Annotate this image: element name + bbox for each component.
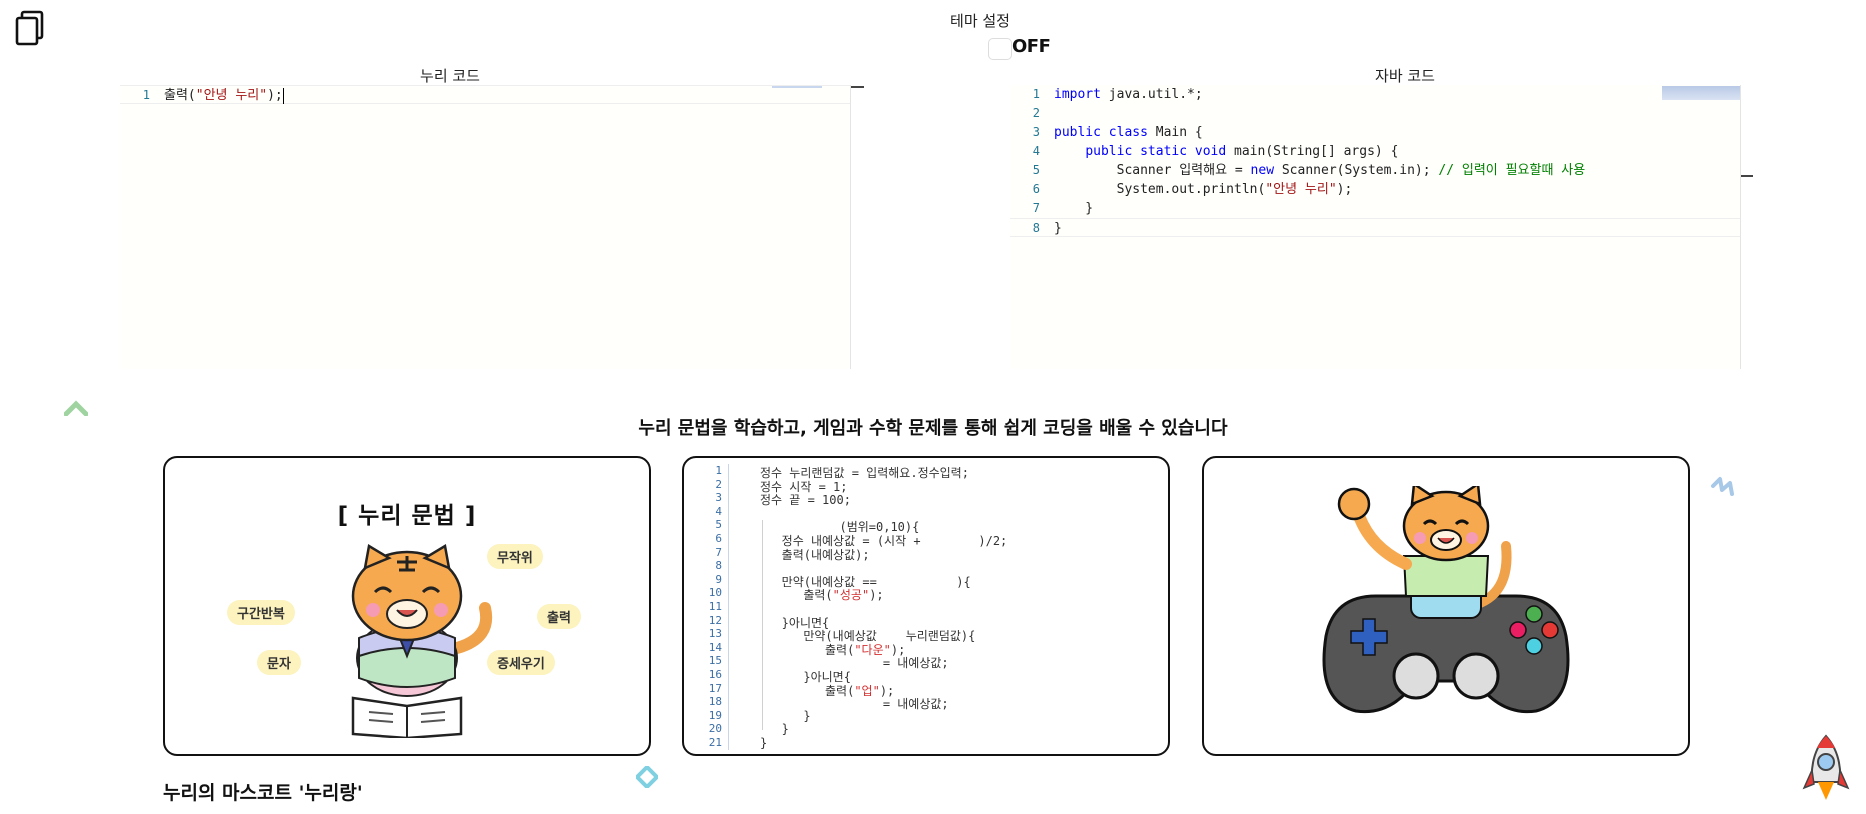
editor-right-edge xyxy=(1740,85,1741,369)
code-card-line: (범위=0,10){ xyxy=(760,520,920,535)
code-card-line: 정수 시작 = 1; xyxy=(760,479,848,494)
page-headline: 누리 문법을 학습하고, 게임과 수학 문제를 통해 쉽게 코딩을 배울 수 있… xyxy=(638,418,1228,439)
code-text[interactable]: 출력("안녕 누리"); xyxy=(164,87,284,104)
tiger-reading-illustration xyxy=(351,543,493,738)
code-text[interactable]: System.out.println("안녕 누리"); xyxy=(1054,182,1353,197)
theme-state-label: OFF xyxy=(1012,36,1051,57)
line-number: 8 xyxy=(1032,221,1040,235)
code-card-line: }아니면{ xyxy=(760,670,851,684)
code-card-line: 출력("성공"); xyxy=(760,588,884,603)
text-cursor xyxy=(282,87,284,104)
java-scrollbar-thumb[interactable] xyxy=(1741,175,1753,177)
editor-divider xyxy=(850,85,851,369)
code-text[interactable]: import java.util.*; xyxy=(1054,87,1203,102)
code-card-line-number: 21 xyxy=(708,736,722,749)
code-card-line-number: 6 xyxy=(715,532,722,545)
code-card-line-number: 7 xyxy=(715,545,722,559)
code-card-line-number: 5 xyxy=(715,518,722,532)
code-card-line: 정수 내예상값 = (시작 + )/2; xyxy=(760,534,1008,548)
grammar-tag: 무작위 xyxy=(487,544,543,569)
code-card-line: = 내예상값; xyxy=(760,697,949,712)
code-text[interactable]: } xyxy=(1054,221,1062,236)
code-card-line-number: 11 xyxy=(708,600,722,613)
code-card-line: 정수 누리랜덤값 = 입력해요.정수입력; xyxy=(760,466,969,480)
code-card-line: 출력("업"); xyxy=(760,683,895,698)
grammar-tag: 출력 xyxy=(537,604,581,629)
code-text[interactable]: Scanner 입력해요 = new Scanner(System.in); /… xyxy=(1054,163,1586,178)
line-number: 4 xyxy=(1032,144,1040,158)
code-line[interactable]: 5 Scanner 입력해요 = new Scanner(System.in);… xyxy=(1010,161,1740,180)
code-line[interactable]: 8} xyxy=(1010,218,1740,237)
code-card-indent-guide xyxy=(762,520,763,730)
number-guess-code-card[interactable]: 1 정수 누리랜덤값 = 입력해요.정수입력; 2 정수 시작 = 1; 3 정수 끝 =… xyxy=(682,456,1170,756)
java-code-title: 자바 코드 xyxy=(1375,67,1435,85)
code-text[interactable]: } xyxy=(1054,201,1094,216)
java-code-editor[interactable]: 1 import java.util.*; 2 3 public class Main … xyxy=(1010,85,1740,369)
code-text[interactable]: public class Main { xyxy=(1054,125,1203,140)
code-card-line-number: 13 xyxy=(708,627,722,641)
theme-settings-label: 테마 설정 xyxy=(950,12,1010,30)
code-line[interactable]: 2 xyxy=(1010,104,1740,123)
code-line[interactable]: 1 import java.util.*; xyxy=(1010,85,1740,104)
grammar-card-title: [ 누리 문법 ] xyxy=(337,503,477,529)
mascot-section-title: 누리의 마스코트 '누리랑' xyxy=(163,782,363,804)
nuri-minimap[interactable] xyxy=(772,86,822,88)
scroll-to-top-rocket-icon[interactable] xyxy=(1802,734,1850,808)
line-number: 7 xyxy=(1032,201,1040,215)
code-card-line-number: 1 xyxy=(715,464,722,477)
code-card-line-number: 16 xyxy=(708,668,722,681)
line-number: 1 xyxy=(142,88,150,102)
line-number: 3 xyxy=(1032,125,1040,139)
game-card[interactable] xyxy=(1202,456,1690,756)
code-card-line-number: 14 xyxy=(708,640,722,654)
line-number: 6 xyxy=(1032,182,1040,196)
code-card-line: = 내예상값; xyxy=(760,656,949,671)
nuri-scrollbar-thumb[interactable] xyxy=(850,86,864,88)
java-minimap[interactable] xyxy=(1662,86,1740,100)
grammar-tag: 구간반복 xyxy=(227,600,295,625)
chevron-up-icon xyxy=(63,400,89,420)
code-card-line: }아니면{ xyxy=(760,615,830,630)
code-card-line: 출력("다운"); xyxy=(760,642,906,657)
code-card-line-number: 12 xyxy=(708,613,722,627)
code-card-line-number: 20 xyxy=(708,722,722,736)
code-card-line: } xyxy=(760,736,768,750)
code-card-line-number: 19 xyxy=(708,708,722,722)
code-card-line-number: 17 xyxy=(708,681,722,695)
code-card-line: } xyxy=(760,708,811,723)
code-card-line-number: 4 xyxy=(715,504,722,518)
code-card-line: } xyxy=(760,722,789,737)
code-line[interactable]: 4 public static void main(String[] args)… xyxy=(1010,142,1740,161)
code-card-line: 정수 끝 = 100; xyxy=(760,493,851,508)
nuri-code-editor[interactable]: 1 출력("안녕 누리"); xyxy=(120,85,850,369)
line-number: 2 xyxy=(1032,106,1040,120)
grammar-tag: 문자 xyxy=(257,650,301,675)
code-card-line-number: 2 xyxy=(715,477,722,491)
theme-toggle-checkbox[interactable] xyxy=(988,38,1012,60)
code-line[interactable]: 3 public class Main { xyxy=(1010,123,1740,142)
code-card-line-number: 9 xyxy=(715,572,722,586)
code-card-line-number: 3 xyxy=(715,491,722,505)
line-number: 1 xyxy=(1032,87,1040,101)
code-card-gutter xyxy=(728,464,729,750)
grammar-tag: 증세우기 xyxy=(487,650,555,675)
code-card-line: 만약(내예상값 누리랜덤값){ xyxy=(760,629,976,644)
code-line[interactable]: 1 출력("안녕 누리"); xyxy=(120,85,850,104)
code-card-line: 만약(내예상값 == ){ xyxy=(760,574,971,589)
code-text[interactable]: public static void main(String[] args) { xyxy=(1085,144,1399,159)
tiger-gamepad-illustration xyxy=(1322,486,1570,714)
code-card-line-number: 18 xyxy=(708,695,722,709)
code-line[interactable]: 6 System.out.println("안녕 누리"); xyxy=(1010,180,1740,199)
code-card-line-number: 15 xyxy=(708,654,722,668)
zigzag-shape-icon xyxy=(1710,476,1738,506)
code-card-line: 출력(내예상값); xyxy=(760,547,870,562)
nuri-code-title: 누리 코드 xyxy=(420,67,480,85)
code-line[interactable]: 7 } xyxy=(1010,199,1740,218)
code-card-line-number: 8 xyxy=(715,559,722,573)
code-card-line-number: 10 xyxy=(708,586,722,600)
copy-icon[interactable] xyxy=(14,10,46,46)
line-number: 5 xyxy=(1032,163,1040,177)
diamond-shape-icon xyxy=(634,764,660,792)
